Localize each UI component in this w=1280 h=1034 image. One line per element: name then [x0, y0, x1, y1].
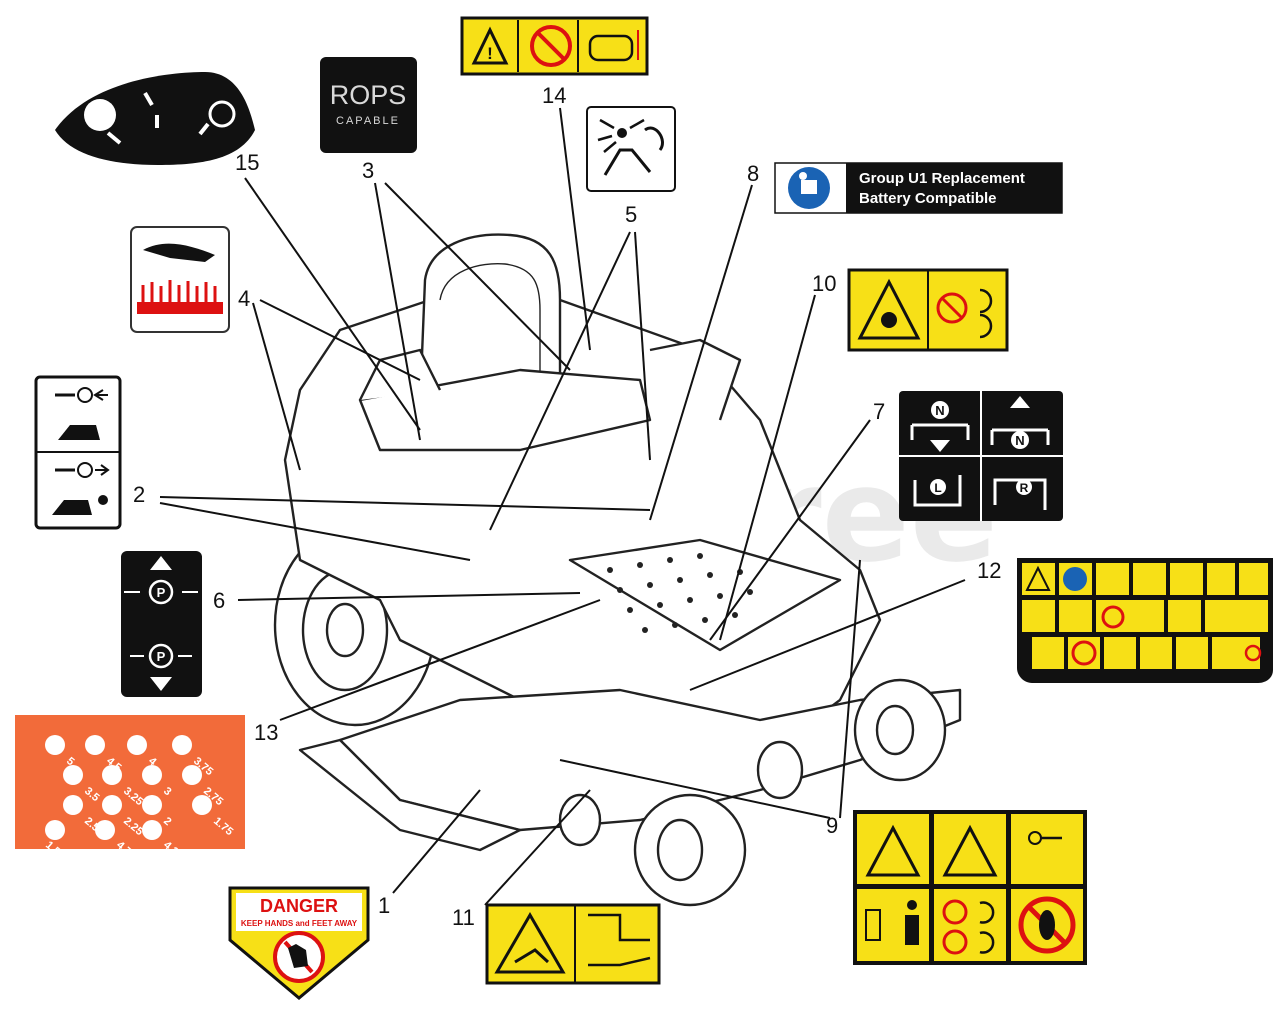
forward-arrow-icon — [1010, 396, 1030, 408]
heat-icon — [137, 302, 223, 314]
down-arrow-icon — [150, 677, 172, 691]
callout-6: 6 — [213, 588, 225, 613]
no-step-icon — [1018, 896, 1076, 954]
callout-7: 7 — [873, 399, 885, 424]
warning-triangle-icon-2 — [942, 824, 998, 877]
callout-15: 15 — [235, 150, 259, 175]
hand-icon — [603, 148, 652, 176]
warning-triangle-icon — [857, 278, 921, 340]
warning-triangle-icon — [865, 824, 921, 877]
callout-numbers: 1 2 3 4 5 6 7 8 9 10 11 12 13 14 15 — [133, 83, 1001, 930]
rops-line1: ROPS — [330, 80, 407, 110]
deck-lift-icon — [588, 913, 650, 942]
rops-line2: CAPABLE — [336, 115, 400, 127]
park-released-icon — [148, 643, 174, 669]
bystander-icon — [905, 915, 919, 945]
no-hands-icon — [936, 292, 968, 324]
left-turn-icon — [913, 475, 962, 507]
neutral-label-2: N — [1015, 433, 1024, 448]
park-symbol-2: P — [157, 649, 166, 664]
no-feet-icon — [942, 929, 968, 955]
no-hands-icon — [942, 899, 968, 925]
operator-safety-decal — [1017, 558, 1273, 683]
right-turn-icon — [993, 478, 1047, 510]
impact-icon — [617, 128, 627, 138]
callout-13: 13 — [254, 720, 278, 745]
callout-10: 10 — [812, 271, 836, 296]
thrown-objects-decal — [586, 106, 676, 192]
callout-5: 5 — [625, 202, 637, 227]
rotation-icon — [979, 288, 993, 314]
no-smoking-icon — [530, 25, 572, 67]
battery-line1: Group U1 Replacement — [859, 170, 1025, 187]
callout-9: 9 — [826, 813, 838, 838]
warning-triangle-icon — [1025, 565, 1051, 591]
callout-2: 2 — [133, 482, 145, 507]
start-icon — [208, 100, 236, 128]
callout-1: 1 — [378, 893, 390, 918]
off-icon — [84, 99, 116, 131]
rops-decal: ROPS CAPABLE — [320, 57, 417, 153]
mower-illustration — [273, 233, 962, 907]
left-label: L — [934, 481, 941, 495]
leader-lines — [159, 107, 966, 906]
callout-8: 8 — [747, 161, 759, 186]
callout-11: 11 — [452, 905, 475, 930]
fuel-warning-decal: ! — [460, 16, 649, 76]
park-symbol: P — [157, 585, 166, 600]
cutting-height-decal: 5 4.5 4 3.75 3.5 3.25 3 2.75 2.5 2.25 2 … — [15, 715, 245, 862]
motion-control-decal: N N L R — [899, 391, 1063, 521]
no-passengers-icon — [1071, 640, 1097, 666]
hot-surface-decal — [130, 226, 230, 333]
prohibited-icon — [1101, 605, 1125, 629]
battery-line2: Battery Compatible — [859, 190, 997, 207]
callout-14: 14 — [542, 83, 566, 108]
up-arrow-icon — [150, 556, 172, 570]
danger-subtitle: KEEP HANDS and FEET AWAY — [241, 919, 358, 928]
neutral-label: N — [935, 403, 944, 418]
rotation-icon — [979, 901, 995, 924]
warning-triangle-icon — [494, 912, 566, 974]
deck-warnings-decal — [853, 810, 1087, 965]
callout-4: 4 — [238, 286, 250, 311]
warning-triangle-icon — [471, 26, 509, 65]
park-engaged-icon — [148, 579, 174, 605]
drive-release-decal — [34, 375, 122, 530]
push-mower-icon — [52, 500, 92, 515]
battery-decal: Group U1 Replacement Battery Compatible — [774, 162, 1063, 214]
deck-blade-decal — [485, 903, 661, 985]
callout-12: 12 — [977, 558, 1001, 583]
danger-title: DANGER — [260, 896, 338, 916]
hand-icon — [143, 243, 215, 262]
foot-plate — [568, 538, 842, 652]
parking-brake-decal: P P — [121, 551, 202, 697]
valve-icon — [77, 387, 93, 403]
right-label: R — [1020, 481, 1029, 495]
reverse-arrow-icon — [930, 440, 950, 452]
svg-text:!: ! — [487, 44, 493, 63]
fuel-tank-icon — [588, 34, 634, 62]
ignition-key-decal — [55, 72, 255, 165]
callout-3: 3 — [362, 158, 374, 183]
distance-icon — [865, 909, 881, 941]
manual-icon — [1063, 567, 1087, 591]
mower-icon — [58, 425, 100, 440]
entanglement-decal — [847, 268, 1009, 352]
danger-decal: DANGER KEEP HANDS and FEET AWAY — [228, 886, 370, 1000]
